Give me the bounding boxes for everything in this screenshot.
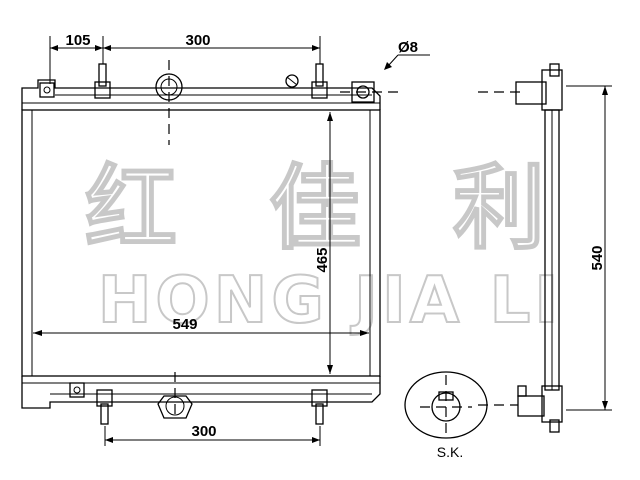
dim-top-spacing: 300 <box>185 32 210 49</box>
bottom-left-bracket-hole <box>73 386 81 394</box>
bottom-pin-right-base <box>311 389 328 407</box>
sk-detail-label: S.K. <box>437 444 463 460</box>
bottom-left-bracket <box>69 382 85 398</box>
watermark: 红 佳 利 HONG JIA LI <box>84 154 575 339</box>
side-bottom-tank <box>541 385 563 423</box>
radiator-core-inner <box>31 109 371 377</box>
dim-core-height: 465 <box>314 247 331 272</box>
top-tank-outline <box>21 79 381 110</box>
watermark-latin: HONG JIA LI <box>98 264 562 338</box>
side-bottom-outlet-lip <box>517 385 527 397</box>
watermark-chinese: 红 佳 利 <box>85 155 575 262</box>
side-top-outlet <box>515 81 547 105</box>
drain-plug-slot <box>286 76 298 86</box>
bottom-pin-right <box>315 403 324 425</box>
sk-detail: S.K. <box>404 371 488 460</box>
leader-diameter <box>387 54 399 67</box>
top-pin-right-base <box>311 81 328 99</box>
bottom-tank-outline <box>21 376 381 409</box>
front-dimensions: 105 300 Ø8 465 549 300 <box>33 32 430 446</box>
dim-top-offset: 105 <box>65 32 90 49</box>
bottom-pin-left-base <box>96 389 113 407</box>
side-view: 540 <box>478 63 612 433</box>
bottom-pin-left <box>100 403 109 425</box>
bottom-outlet <box>157 395 193 419</box>
top-left-bracket <box>39 82 55 98</box>
leader-diameter-arrow <box>384 62 392 70</box>
dim-bottom-spacing: 300 <box>191 423 216 440</box>
front-view <box>21 60 400 425</box>
side-top-pin <box>549 63 560 77</box>
top-pin-left <box>98 63 107 87</box>
sk-detail-ellipse <box>404 371 488 439</box>
drain-plug <box>285 74 299 88</box>
top-pin-left-base <box>94 81 111 99</box>
top-left-bracket-hole <box>43 86 51 94</box>
side-bottom-pin <box>549 419 560 433</box>
side-bottom-outlet <box>517 395 545 417</box>
dim-overall-height: 540 <box>589 245 606 270</box>
top-pin-right <box>315 63 324 87</box>
dim-core-width: 549 <box>172 316 197 333</box>
dim-pin-diameter: Ø8 <box>398 39 418 56</box>
